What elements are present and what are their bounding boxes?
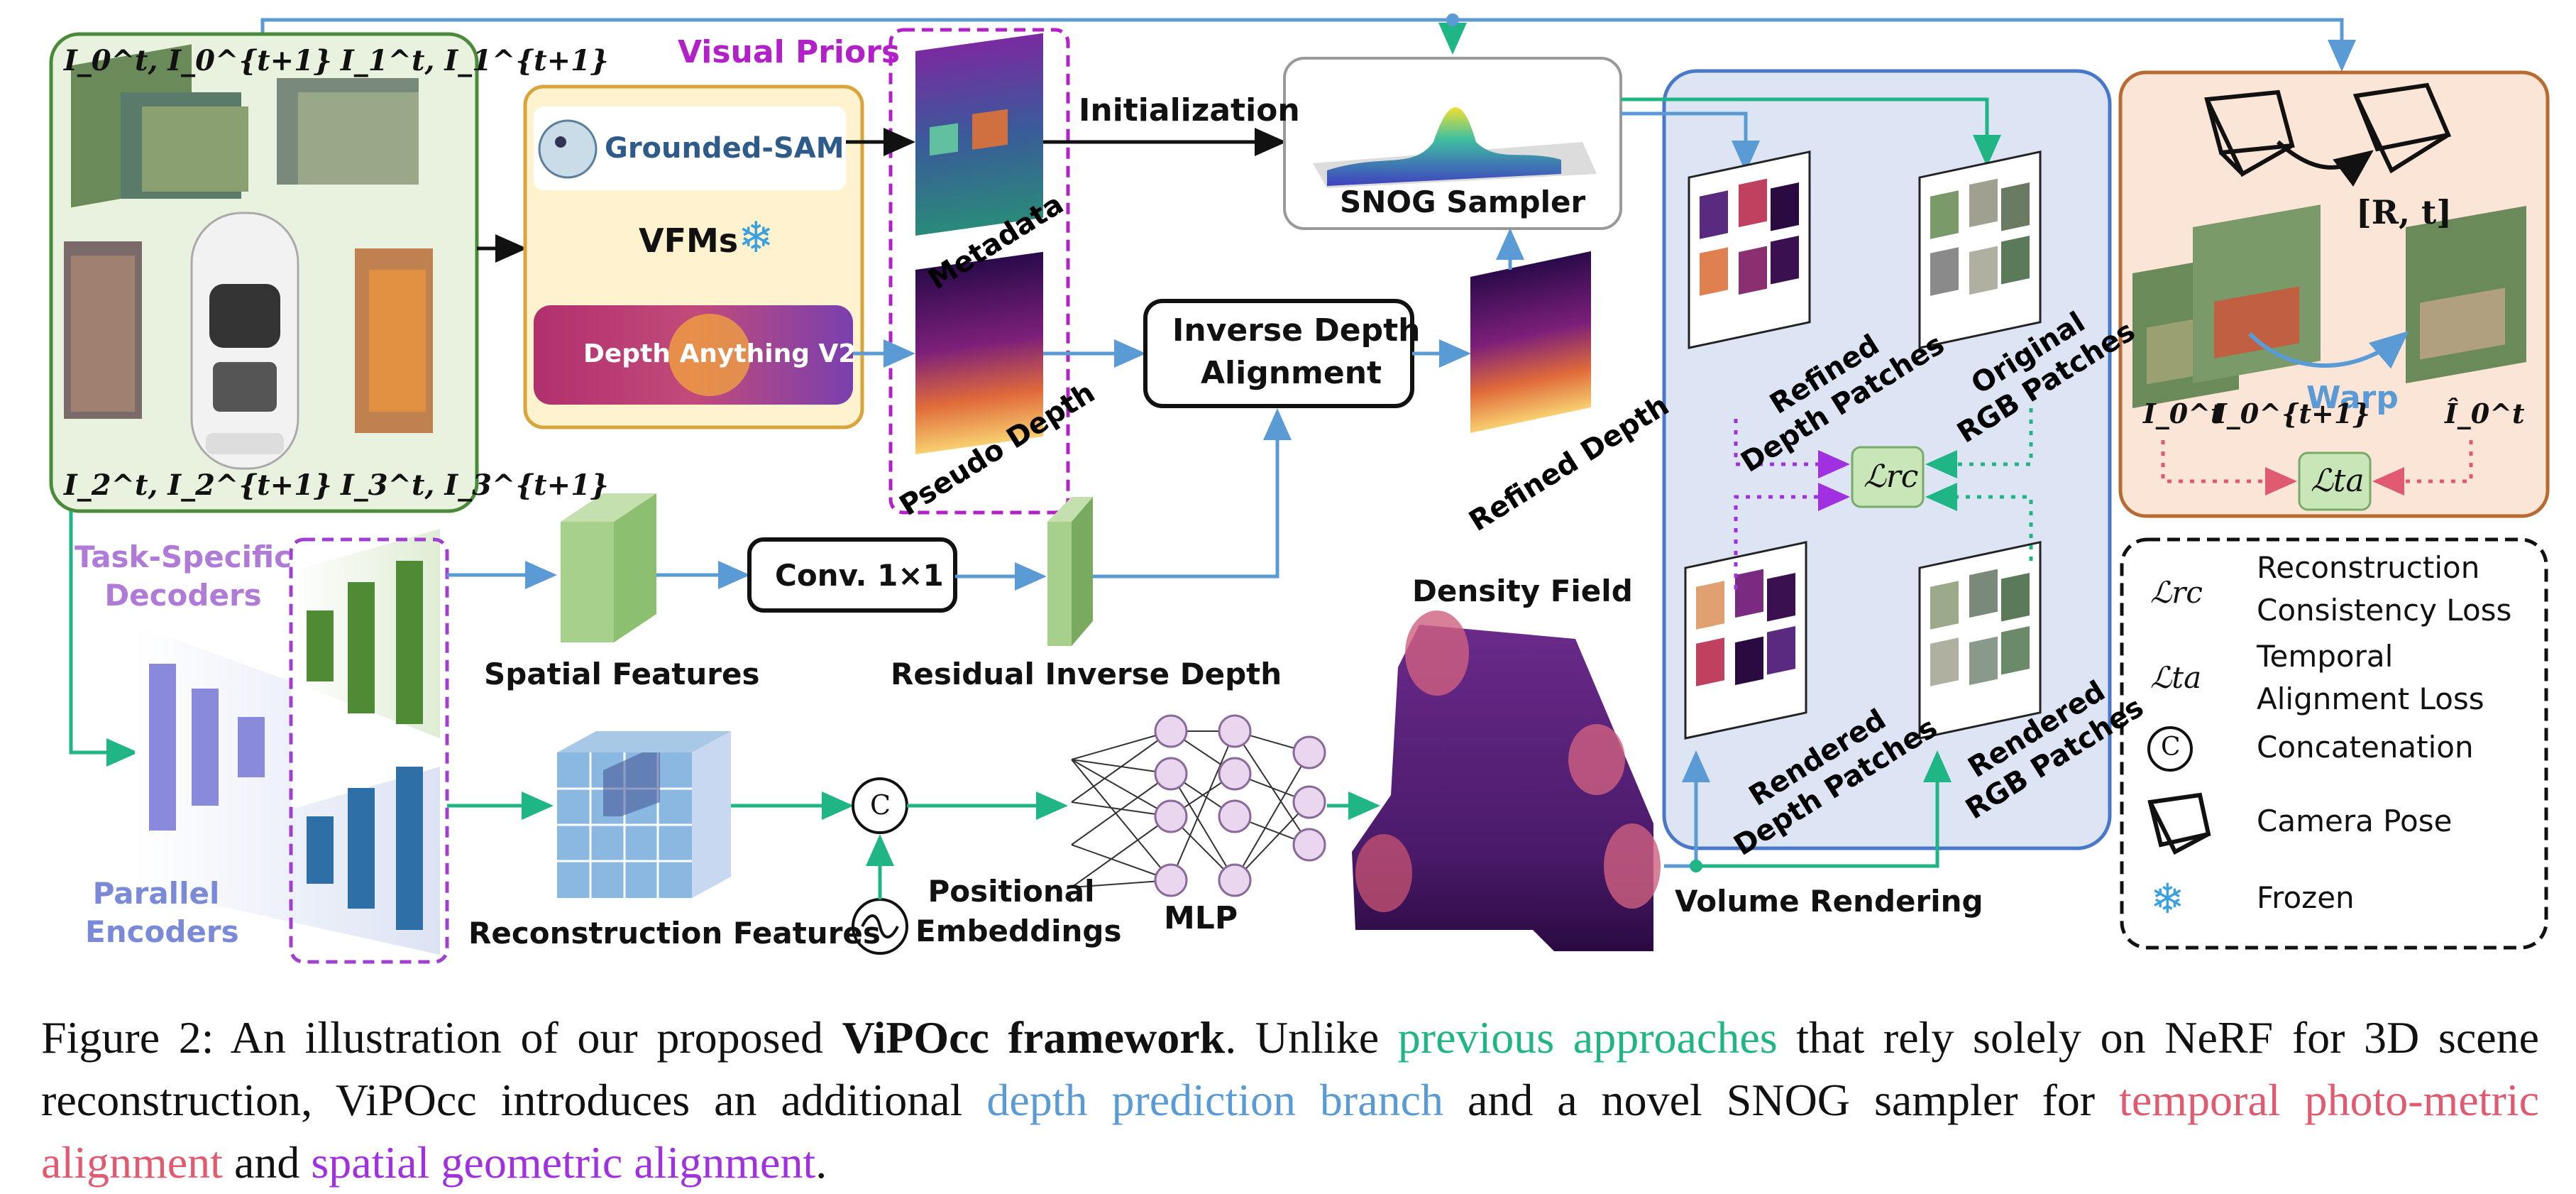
legend-concat-text: Concatenation (2257, 730, 2474, 765)
grounded-sam-label: Grounded-SAM (605, 132, 844, 165)
residual-inverse-depth-label: Residual Inverse Depth (891, 657, 1282, 691)
diagram-canvas (49, 13, 2550, 964)
mlp-label: MLP (1164, 900, 1238, 936)
density-field (1352, 610, 1661, 951)
refined-depth-patches-image (1688, 150, 1811, 349)
caption-green: previous approaches (1397, 1012, 1778, 1063)
caption-red: temporal photo-metric alignment (41, 1075, 2539, 1188)
warp-i0t1-label: I_0^{t+1} (2214, 398, 2370, 429)
warp-label: Warp (2306, 380, 2399, 416)
caption-part4: and (222, 1137, 312, 1188)
cam2-label: I_2^t, I_2^{t+1} (64, 469, 332, 502)
reconstruction-features-cube (557, 731, 731, 898)
rendered-depth-patches-image (1684, 541, 1807, 740)
inverse-depth-alignment-label-2: Alignment (1201, 355, 1382, 391)
legend-camera-pose-icon (2147, 792, 2211, 855)
caption-part1: . Unlike (1225, 1012, 1398, 1063)
depth-anything-label: Depth Anything V2 (583, 339, 857, 368)
top-flow-line (260, 18, 2356, 72)
snog-surface (1313, 107, 1597, 188)
frame-i0hat-image (2406, 206, 2526, 383)
snowflake-icon: ❄ (738, 213, 774, 263)
legend-camera-pose-text: Camera Pose (2257, 804, 2453, 838)
caption-part5: . (815, 1137, 827, 1188)
camera-frustum-icons (2204, 82, 2452, 177)
conv-label: Conv. 1×1 (775, 558, 944, 593)
cam3-label: I_3^t, I_3^{t+1} (341, 469, 609, 502)
visual-priors-label: Visual Priors (678, 34, 901, 70)
figure-caption: Figure 2: An illustration of our propose… (41, 1007, 2539, 1194)
initialization-label: Initialization (1079, 92, 1300, 128)
frame-i0t1-image (2193, 204, 2321, 383)
legend-concat-symbol: C (2161, 733, 2181, 762)
caption-part3: and a novel SNOG sampler for (1443, 1075, 2120, 1125)
mlp-network (1071, 730, 1310, 888)
pose-label: [R, t] (2356, 193, 2453, 231)
density-field-label: Density Field (1412, 574, 1633, 608)
loss-rc-box (1851, 446, 1925, 508)
volume-rendering-label: Volume Rendering (1675, 884, 1983, 919)
reconstruction-features-label: Reconstruction Features (468, 916, 881, 951)
legend-rc-symbol: ℒrc (2150, 575, 2203, 610)
legend-snowflake-icon: ❄ (2150, 875, 2185, 923)
grounded-sam-box (534, 106, 846, 190)
decoders-dashed-box (289, 537, 449, 964)
snog-sampler-label: SNOG Sampler (1340, 185, 1586, 219)
legend-box (2120, 537, 2548, 950)
loss-rc-label: ℒrc (1864, 459, 1919, 495)
concat-symbol: C (870, 789, 891, 821)
loss-ta-box (2298, 451, 2372, 511)
refined-depth-image (1470, 251, 1591, 433)
cam0-label: I_0^t, I_0^{t+1} (64, 44, 332, 77)
visual-priors-box (888, 28, 1070, 515)
car-icon (190, 212, 299, 470)
warp-i0t-label: I_0^t (2143, 398, 2223, 429)
cam1-label: I_1^t, I_1^{t+1} (341, 44, 609, 77)
loss-ta-label: ℒta (2311, 463, 2365, 499)
rendered-rgb-patches-image (1918, 541, 2042, 740)
legend-ta-symbol: ℒta (2150, 660, 2202, 695)
grounded-sam-logo-icon (538, 119, 598, 179)
caption-part2: that rely solely on NeRF for 3D scene re… (41, 1012, 2540, 1125)
warp-i0hat-label: Î_0^t (2445, 398, 2525, 429)
caption-bold: ViPOcc framework (842, 1012, 1226, 1063)
inverse-depth-alignment-label-1: Inverse Depth (1172, 312, 1421, 349)
original-rgb-patches-image (1918, 150, 2042, 349)
caption-blue: depth prediction branch (986, 1075, 1443, 1125)
metadata-image (915, 33, 1043, 236)
spatial-features-label: Spatial Features (484, 657, 760, 691)
pose-panel (2118, 70, 2550, 518)
camera-images (64, 44, 433, 433)
vfms-label: VFMs (639, 221, 739, 260)
spatial-features-block (561, 493, 656, 642)
legend-frozen-text: Frozen (2257, 880, 2355, 915)
pseudo-depth-image (915, 251, 1043, 454)
caption-purple: spatial geometric alignment (311, 1137, 816, 1188)
residual-depth-block (1047, 497, 1093, 646)
caption-prefix: Figure 2: An illustration of our propose… (41, 1012, 842, 1063)
